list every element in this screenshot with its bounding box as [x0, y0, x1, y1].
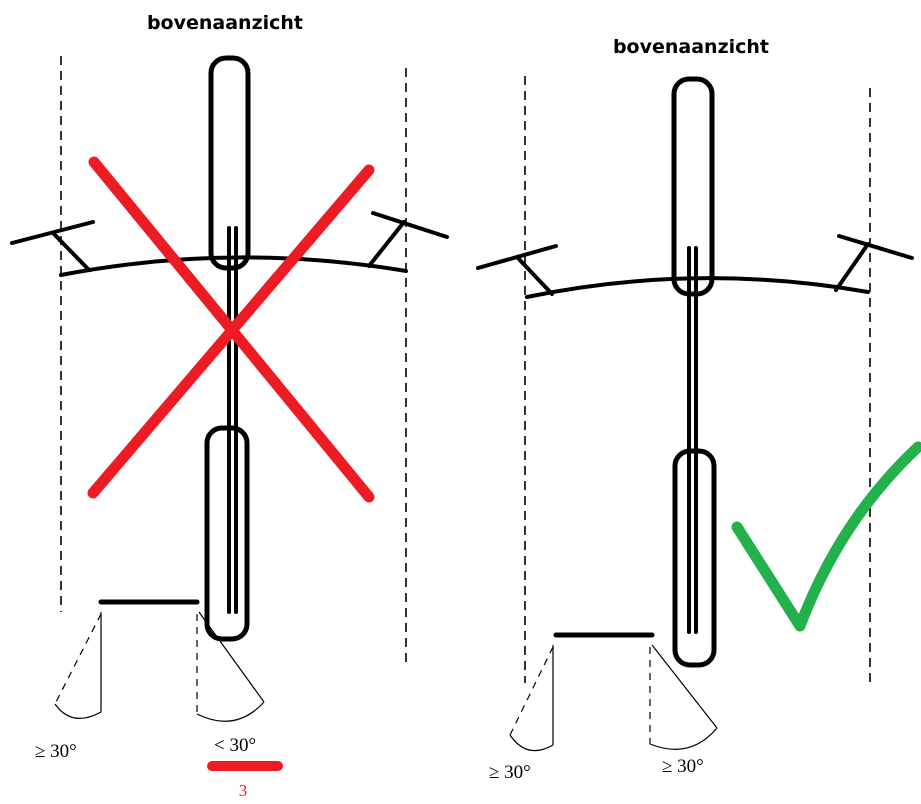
left-angle-label-left: ≥ 30°	[35, 741, 77, 762]
left-angle-marker-right	[196, 611, 265, 722]
right-angle-marker-right	[649, 644, 718, 750]
right-angle-label-right: ≥ 30°	[662, 756, 704, 777]
green-check-mark	[731, 441, 921, 632]
left-note-number: 3	[239, 781, 248, 800]
right-front-wheel	[671, 76, 715, 297]
left-handlebar	[59, 255, 408, 277]
right-grip-right	[834, 234, 914, 292]
right-angle-label-left: ≥ 30°	[489, 762, 531, 783]
left-grip-left	[10, 220, 95, 272]
left-grip-right	[367, 211, 449, 268]
left-panel: bovenaanzicht ≥ 30° < 30	[10, 12, 449, 800]
right-panel: bovenaanzicht ≥ 30° ≥ 30	[476, 36, 921, 783]
right-angle-marker-left	[509, 645, 554, 752]
right-panel-title: bovenaanzicht	[613, 36, 769, 58]
left-panel-title: bovenaanzicht	[147, 12, 303, 34]
right-handlebar	[525, 276, 870, 299]
red-cross-mark	[87, 156, 375, 503]
right-grip-left	[476, 244, 558, 296]
left-angle-marker-left	[54, 612, 102, 719]
left-angle-label-right: < 30°	[214, 735, 256, 756]
